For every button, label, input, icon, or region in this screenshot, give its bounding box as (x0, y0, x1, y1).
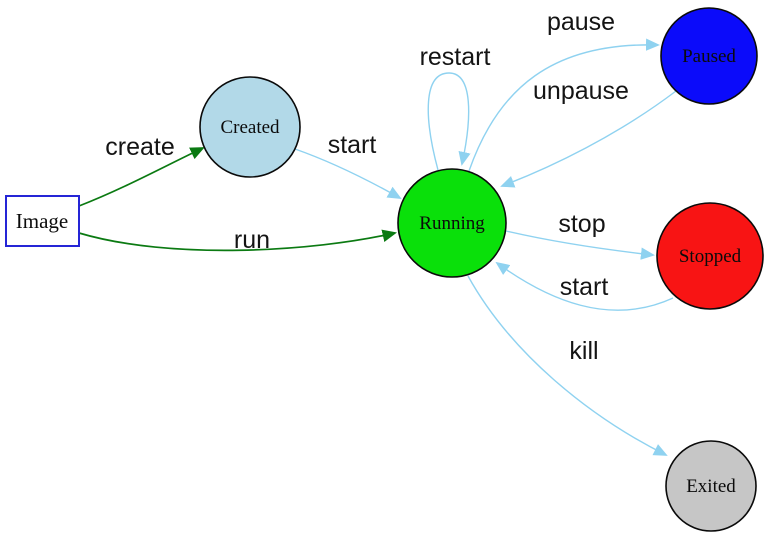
node-exited-label: Exited (686, 476, 736, 497)
edge-label-unpause: unpause (533, 77, 629, 105)
edge-restart-self-loop (427, 72, 471, 171)
node-created (199, 76, 301, 178)
edge-pause (468, 38, 660, 172)
node-created-label: Created (220, 117, 280, 138)
edge-create (78, 147, 205, 207)
node-stopped-label: Stopped (679, 246, 742, 267)
edge-label-kill: kill (569, 337, 598, 365)
edge-kill (467, 275, 668, 456)
edge-start-stopped-running (495, 261, 674, 311)
node-running (397, 168, 507, 278)
edge-start-created-running (294, 148, 402, 199)
edge-label-start-created: start (328, 131, 377, 159)
node-exited (665, 440, 757, 532)
edge-run (78, 229, 397, 252)
edge-stop (505, 230, 655, 260)
edge-unpause (500, 90, 677, 188)
edge-label-stop: stop (558, 210, 605, 238)
node-paused (660, 7, 758, 105)
edge-label-create: create (105, 133, 174, 161)
node-image (5, 195, 80, 247)
edge-label-pause: pause (547, 8, 615, 36)
node-running-label: Running (419, 213, 485, 234)
node-image-label: Image (16, 209, 68, 233)
edge-label-start-stopped: start (560, 273, 609, 301)
edge-label-run: run (234, 226, 270, 254)
node-paused-label: Paused (682, 46, 736, 67)
node-stopped (656, 202, 764, 310)
edge-label-restart: restart (420, 43, 491, 71)
